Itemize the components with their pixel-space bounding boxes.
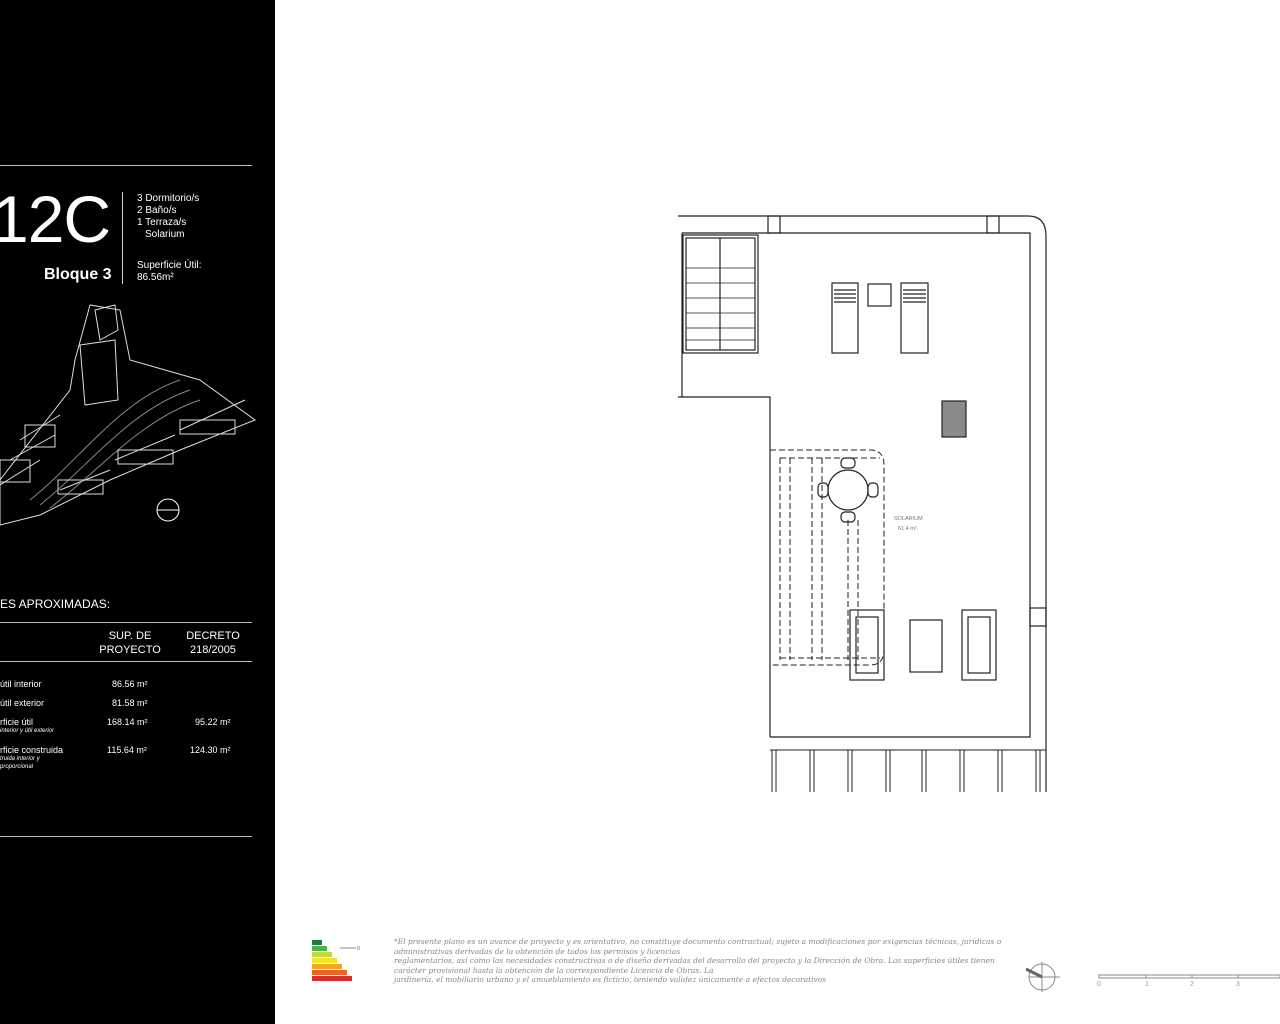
energy-bar [312, 970, 347, 975]
column-header-proyecto: SUP. DE PROYECTO [99, 630, 161, 656]
scale-bar [1098, 974, 1280, 979]
useful-area-value: 86.56m² [137, 272, 174, 283]
disclaimer-line: *El presente plano es un avance de proye… [394, 937, 1002, 946]
north-compass-icon [1025, 962, 1060, 992]
sun-lounger [831, 282, 859, 354]
inner-wall [678, 232, 1031, 738]
pergola [770, 449, 885, 666]
armchair [849, 609, 885, 681]
feature-bathrooms: 2 Baño/s [137, 205, 177, 216]
row-label: rficie útil [0, 717, 34, 727]
round-table-with-chairs [817, 457, 879, 523]
energy-bar [312, 958, 337, 963]
energy-bar [312, 976, 352, 981]
row-sublabel: truida interior y proporcional [0, 756, 40, 770]
scale-tick: 2 [1190, 981, 1194, 988]
railing [770, 749, 1046, 792]
scale-tick: 3 [1236, 981, 1240, 988]
disclaimer: *El presente plano es un avance de proye… [394, 937, 1002, 985]
divider [122, 192, 123, 284]
row-sublabel: interior y útil exterior [0, 728, 55, 734]
row-label: útil exterior [0, 698, 45, 708]
row-label: rficie construida [0, 745, 64, 755]
divider [0, 165, 252, 166]
disclaimer-line: reglamentarios, así como las necesidades… [394, 956, 995, 966]
feature-solarium: Solarium [145, 229, 185, 240]
coffee-table [909, 619, 943, 673]
sun-lounger [900, 282, 929, 354]
energy-bar [312, 952, 332, 957]
value-proyecto: 86.56 m² [112, 679, 148, 689]
scale-tick: 0 [1097, 981, 1101, 988]
useful-area-label: Superficie Útil: [137, 260, 202, 271]
info-panel: 12C Bloque 3 3 Dormitorio/s 2 Baño/s 1 T… [0, 0, 275, 1024]
divider [0, 622, 252, 623]
energy-bar [312, 940, 322, 945]
useful-area: Superficie Útil: 86.56m² [137, 260, 201, 284]
site-axonometric-illustration [0, 304, 257, 526]
column-header-decreto: DECRETO 218/2005 [186, 630, 240, 656]
side-table [867, 283, 892, 307]
value-proyecto: 81.58 m² [112, 698, 148, 708]
energy-rating-icon [312, 940, 352, 981]
value-proyecto: 168.14 m² [107, 717, 148, 727]
energy-rating-letter: B [357, 946, 361, 952]
value-decreto: 124.30 m² [190, 745, 231, 755]
feature-terraces: 1 Terraza/s [137, 217, 187, 228]
feature-bedrooms: 3 Dormitorio/s [137, 193, 200, 204]
chimney [941, 400, 967, 438]
energy-bar [312, 964, 342, 969]
disclaimer-line: administrativas derivadas de la obtenció… [394, 946, 681, 956]
unit-code: 12C [0, 182, 111, 256]
outer-wall [678, 215, 1047, 792]
areas-title: ES APROXIMADAS: [0, 597, 111, 611]
block-label: Bloque 3 [44, 266, 112, 283]
disclaimer-line: jardinería, el mobiliario urbano y el am… [394, 975, 827, 985]
stairs [682, 234, 759, 354]
row-label: útil interior [0, 679, 42, 689]
features-list: 3 Dormitorio/s 2 Baño/s 1 Terraza/s Sola… [137, 193, 199, 241]
room-label: SOLARIUM [894, 516, 923, 522]
armchair [961, 609, 997, 681]
disclaimer-line: carácter provisional hasta la obtención … [394, 965, 714, 975]
divider [0, 836, 252, 837]
room-area: 61.4 m² [898, 526, 917, 532]
value-proyecto: 115.64 m² [107, 745, 147, 755]
scale-tick: 1 [1145, 981, 1149, 988]
energy-bar [312, 946, 327, 951]
value-decreto: 95.22 m² [195, 717, 231, 727]
divider [0, 661, 252, 662]
